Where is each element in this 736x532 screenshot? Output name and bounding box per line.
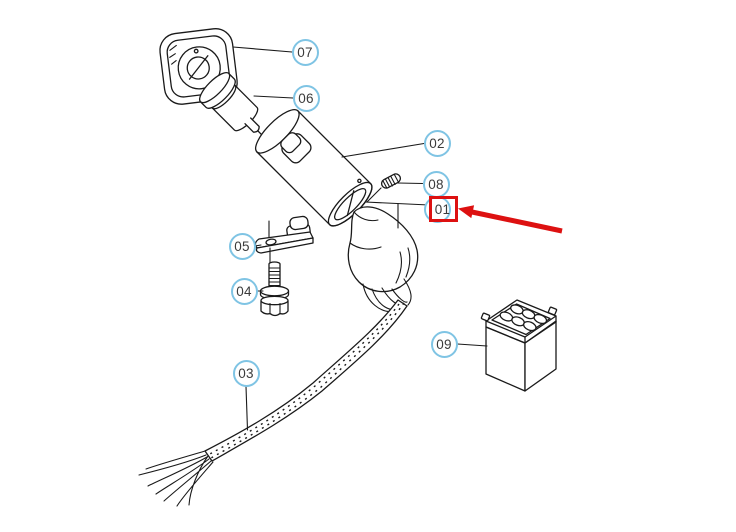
cable-texture	[207, 302, 405, 459]
callout-01-label: 01	[434, 201, 451, 217]
wire-ends	[138, 450, 214, 507]
switch-button	[280, 132, 312, 164]
callout-03-label: 03	[238, 365, 254, 381]
callout-07-label: 07	[297, 44, 313, 60]
callout-02-label: 02	[429, 135, 445, 151]
highlight-box	[429, 196, 458, 222]
callout-08[interactable]: 08	[422, 170, 450, 198]
callout-06-label: 06	[298, 90, 314, 106]
part-screw-washer-nut	[259, 261, 290, 317]
callout-04[interactable]: 04	[230, 277, 258, 305]
callout-07[interactable]: 07	[291, 38, 319, 66]
part-set-screw	[380, 173, 402, 189]
callout-09[interactable]: 09	[430, 330, 458, 358]
callout-06[interactable]: 06	[292, 84, 320, 112]
part-battery	[480, 299, 558, 392]
part-wiring-harness	[138, 299, 408, 507]
part-connector-plug	[347, 206, 419, 313]
battery-caps	[499, 304, 548, 332]
part-switch-housing	[255, 109, 373, 227]
part-clamp-bracket	[254, 215, 314, 264]
part-lock-cylinder	[198, 71, 262, 135]
hatch-lines	[169, 44, 177, 65]
callout-02[interactable]: 02	[423, 129, 451, 157]
callout-09-label: 09	[436, 336, 452, 352]
callout-05-label: 05	[234, 238, 250, 254]
callout-05[interactable]: 05	[228, 232, 256, 260]
plug-wires	[362, 278, 412, 313]
leader-lines	[232, 46, 488, 431]
callout-04-label: 04	[236, 283, 252, 299]
callout-03[interactable]: 03	[232, 359, 260, 387]
callout-08-label: 08	[428, 176, 444, 192]
